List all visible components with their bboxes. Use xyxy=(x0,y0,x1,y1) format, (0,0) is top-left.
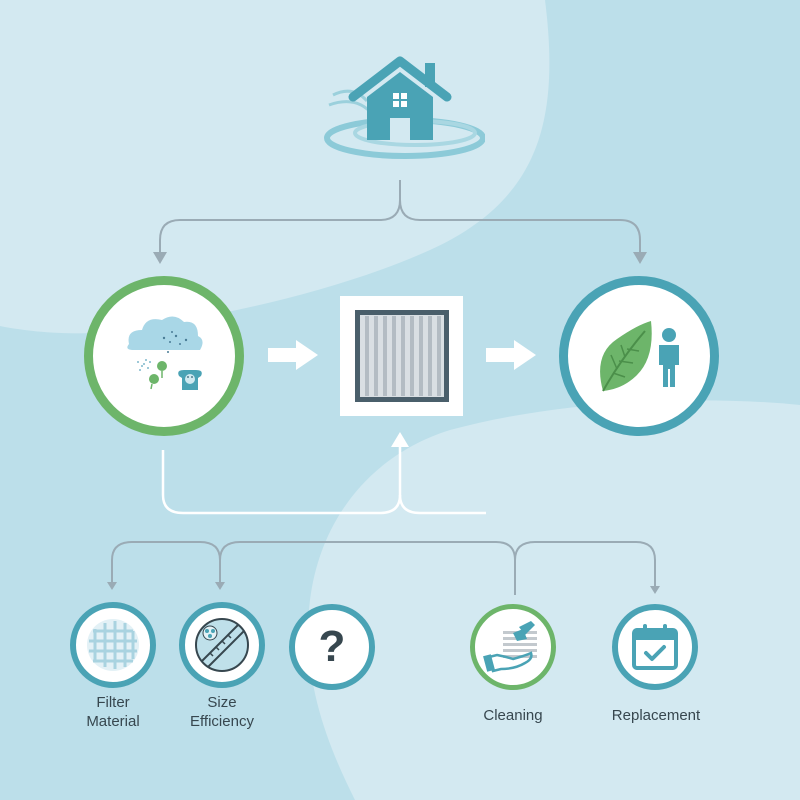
size-efficiency-label: Size Efficiency xyxy=(190,694,254,730)
filter-material-label: Filter Material xyxy=(86,694,140,730)
pollutants-node xyxy=(84,276,244,436)
calendar-check-icon xyxy=(632,624,678,670)
air-filter-icon xyxy=(354,310,449,402)
house-node xyxy=(305,55,485,165)
filter-material-node xyxy=(70,602,156,688)
hand-brush-icon xyxy=(483,621,537,673)
replacement-label: Replacement xyxy=(611,707,701,724)
particle-size-gauge-icon xyxy=(195,618,249,672)
cleaning-label: Cleaning xyxy=(483,707,543,724)
unknown-factor-node: ? xyxy=(289,604,375,690)
cleaning-node xyxy=(470,604,556,690)
house-airflow-icon xyxy=(324,56,485,159)
cloud-pollen-pet-dander-icon xyxy=(127,316,203,390)
leaf-person-icon xyxy=(600,321,679,392)
question-mark-icon: ? xyxy=(318,622,346,671)
size-efficiency-node xyxy=(179,602,265,688)
mesh-icon xyxy=(87,619,139,671)
replacement-node xyxy=(612,604,698,690)
air-filter-node xyxy=(340,296,463,416)
clean-air-node xyxy=(559,276,719,436)
